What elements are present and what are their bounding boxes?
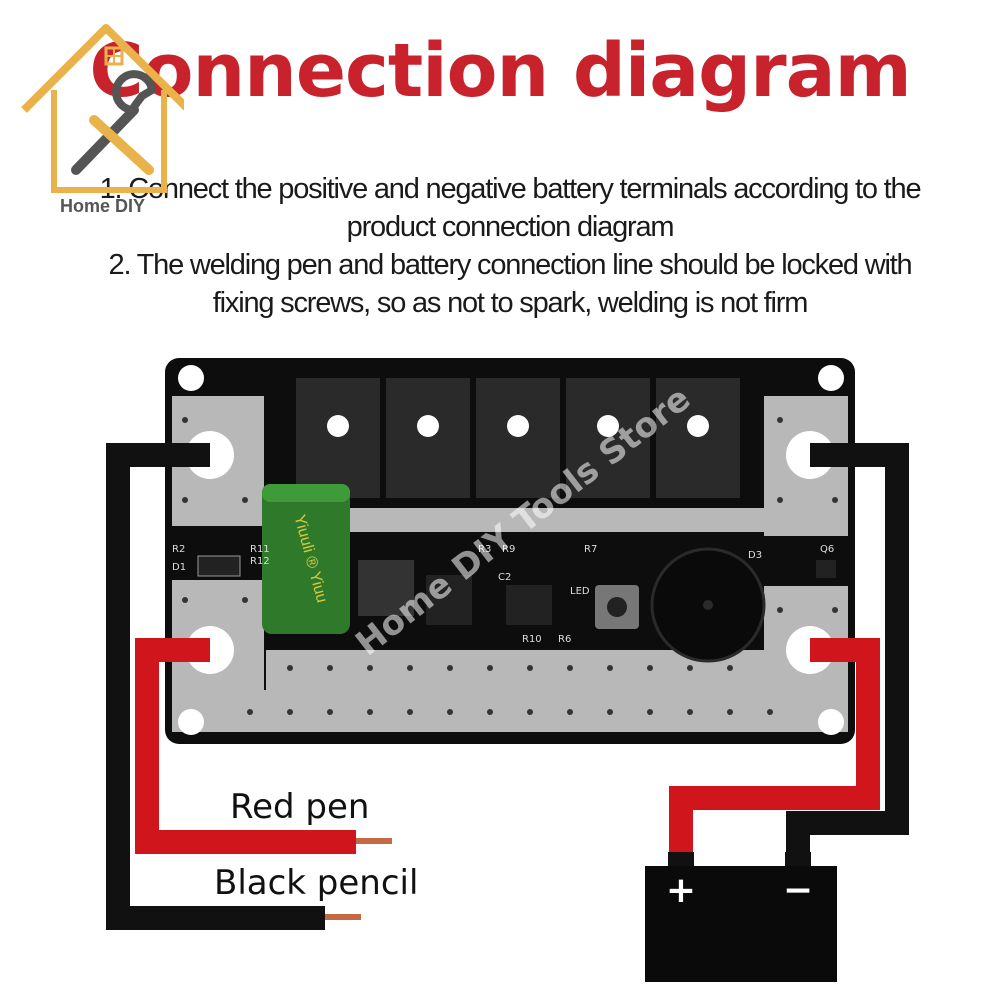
silk-r7: R7 <box>584 544 597 555</box>
battery-plus-label: + <box>666 870 696 911</box>
black-pen-wire <box>106 443 325 930</box>
capacitor: Yiuuli ® Yiuu <box>262 484 350 634</box>
instruction-line-4: fixing screws, so as not to spark, weldi… <box>212 287 809 319</box>
instruction-line-2: product connection diagram <box>346 211 675 243</box>
instructions: 1. Connect the positive and negative bat… <box>60 170 960 322</box>
silk-r9: R9 <box>502 544 515 555</box>
silk-c2: C2 <box>498 572 511 583</box>
mosfet-row <box>296 378 740 498</box>
silk-d3: D3 <box>748 550 762 561</box>
logo-text: Home DIY <box>60 196 146 216</box>
red-pen-tip <box>356 838 392 844</box>
silk-r10: R10 <box>522 634 542 645</box>
battery-negative-wire <box>786 443 909 862</box>
black-pen-tip <box>325 914 361 920</box>
silk-r3: R3 <box>478 544 491 555</box>
page-title: Connection diagram <box>89 28 911 114</box>
silk-r12: R12 <box>250 556 270 567</box>
red-pen-wire <box>135 638 356 854</box>
battery-positive-wire <box>669 638 880 862</box>
house-wrench-icon <box>21 24 184 193</box>
silk-r2: R2 <box>172 544 185 555</box>
silk-r6: R6 <box>558 634 571 645</box>
instruction-line-1: 1. Connect the positive and negative bat… <box>99 173 922 205</box>
red-pen-label: Red pen <box>230 787 369 827</box>
silk-led: LED <box>570 586 590 597</box>
battery-minus-label: − <box>783 870 813 911</box>
silk-r11: R11 <box>250 544 270 555</box>
black-pencil-label: Black pencil <box>214 863 418 903</box>
silk-q6: Q6 <box>820 544 834 555</box>
pcb-board: Yiuuli ® Yiuu <box>165 358 855 744</box>
silk-d1: D1 <box>172 562 186 573</box>
instruction-line-3: 2. The welding pen and battery connectio… <box>108 249 913 281</box>
battery: + − <box>645 852 837 982</box>
